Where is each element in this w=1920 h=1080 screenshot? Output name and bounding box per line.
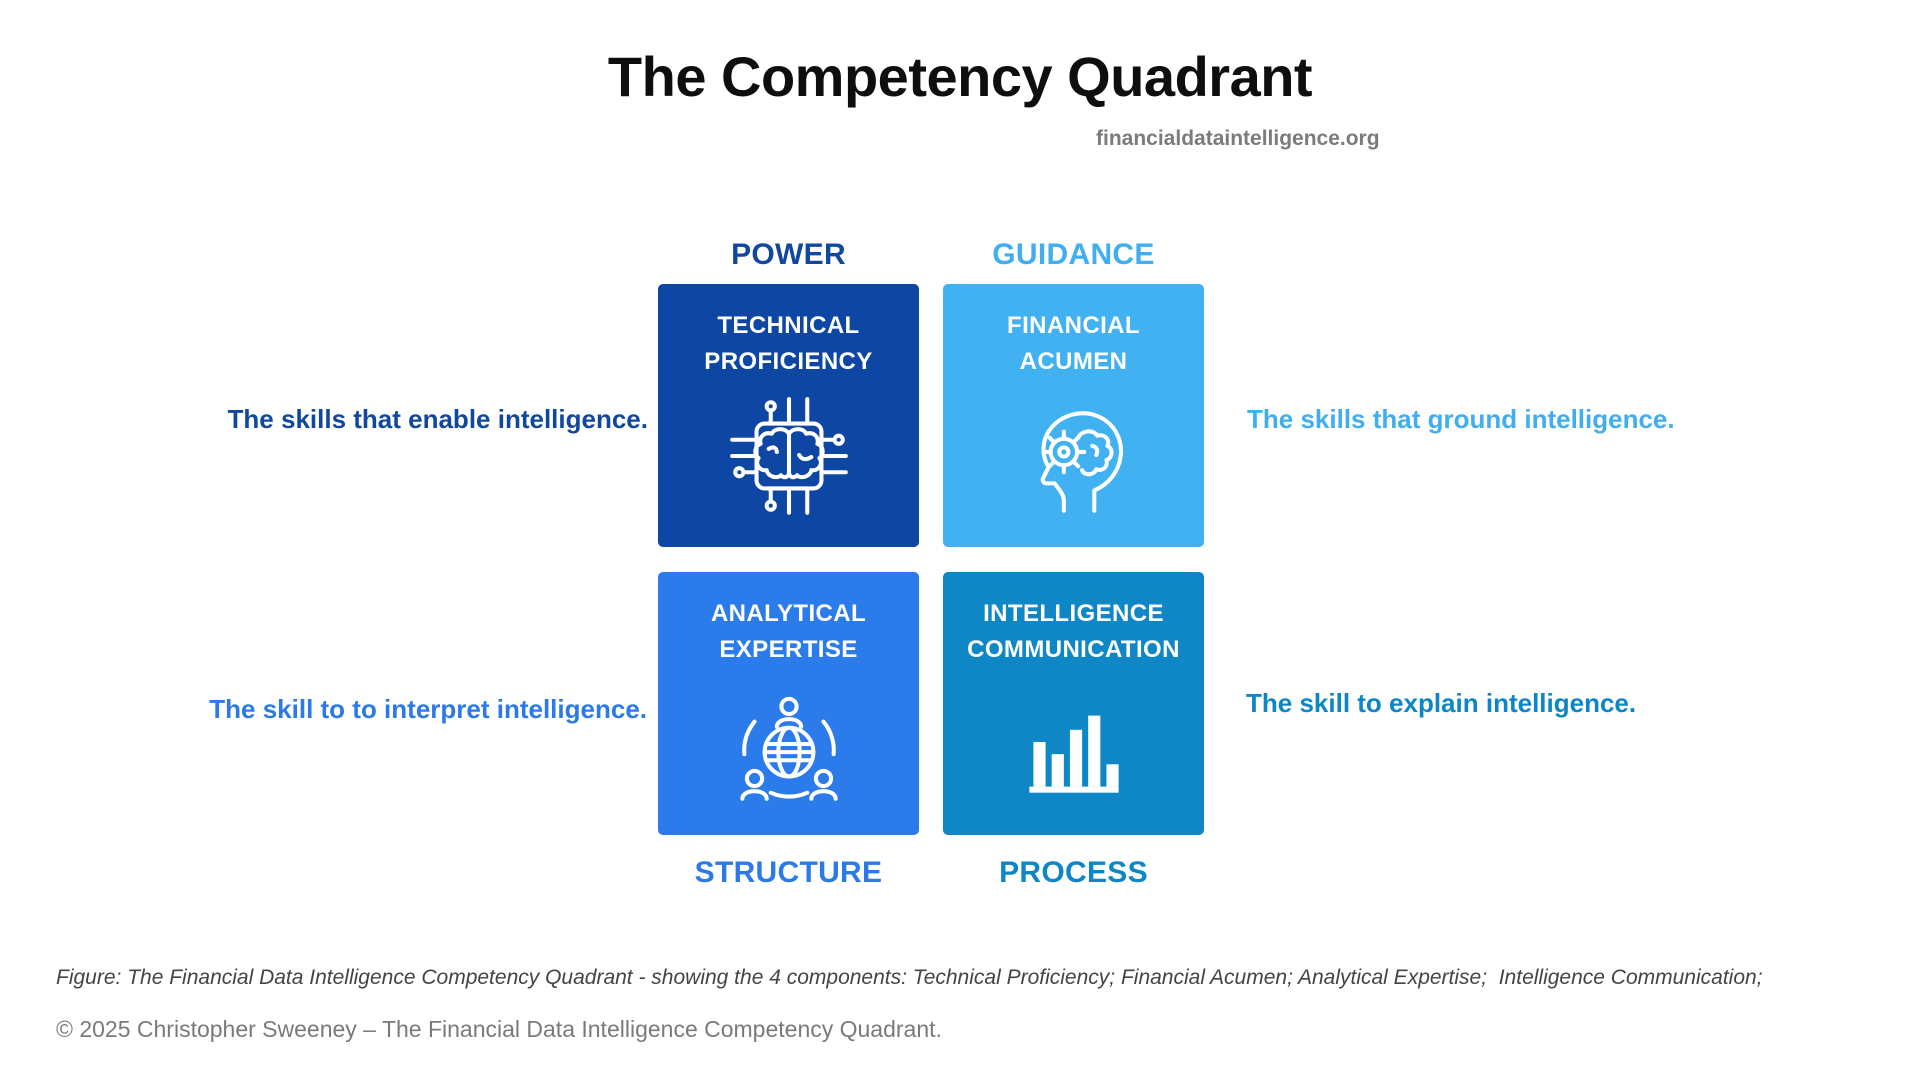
cell-title: ANALYTICAL EXPERTISE bbox=[711, 596, 866, 668]
cell-title-line2: COMMUNICATION bbox=[967, 636, 1180, 663]
cell-title-line1: INTELLIGENCE bbox=[983, 600, 1164, 627]
bar-chart-icon bbox=[1028, 715, 1119, 793]
chip-brain-icon bbox=[729, 397, 848, 515]
cell-title-line2: EXPERTISE bbox=[719, 636, 858, 663]
cell-title-line2: ACUMEN bbox=[1019, 348, 1128, 375]
globe-people-icon bbox=[739, 696, 838, 801]
quadrant-cell-technical-proficiency: TECHNICAL PROFICIENCY bbox=[658, 284, 919, 547]
cell-title-line1: ANALYTICAL bbox=[710, 600, 867, 627]
quadrant-cell-financial-acumen: FINANCIAL ACUMEN bbox=[943, 284, 1204, 547]
axis-label-power: POWER bbox=[731, 238, 846, 271]
figure-caption: Figure: The Financial Data Intelligence … bbox=[56, 966, 1763, 989]
website-url: financialdataintelligence.org bbox=[1096, 127, 1380, 150]
quadrant-cell-analytical-expertise: ANALYTICAL EXPERTISE bbox=[658, 572, 919, 835]
cell-title: TECHNICAL PROFICIENCY bbox=[704, 308, 872, 380]
page-title: The Competency Quadrant bbox=[607, 45, 1313, 108]
cell-title: FINANCIAL ACUMEN bbox=[1007, 308, 1140, 380]
annotation-enable: The skills that enable intelligence. bbox=[227, 404, 648, 434]
cell-title-line2: PROFICIENCY bbox=[704, 348, 873, 375]
cell-title-line1: FINANCIAL bbox=[1007, 312, 1140, 339]
cell-title-line1: TECHNICAL bbox=[717, 312, 860, 339]
axis-label-structure: STRUCTURE bbox=[694, 856, 883, 889]
cell-title: INTELLIGENCE COMMUNICATION bbox=[967, 596, 1180, 668]
annotation-explain: The skill to explain intelligence. bbox=[1246, 688, 1637, 718]
annotation-interpret: The skill to to interpret intelligence. bbox=[209, 694, 647, 724]
head-gear-brain-icon bbox=[1040, 411, 1123, 513]
axis-label-guidance: GUIDANCE bbox=[992, 238, 1155, 271]
axis-label-process: PROCESS bbox=[999, 856, 1148, 889]
annotation-ground: The skills that ground intelligence. bbox=[1247, 404, 1675, 434]
copyright-line: © 2025 Christopher Sweeney – The Financi… bbox=[56, 1016, 942, 1042]
quadrant-cell-intelligence-communication: INTELLIGENCE COMMUNICATION bbox=[943, 572, 1204, 835]
